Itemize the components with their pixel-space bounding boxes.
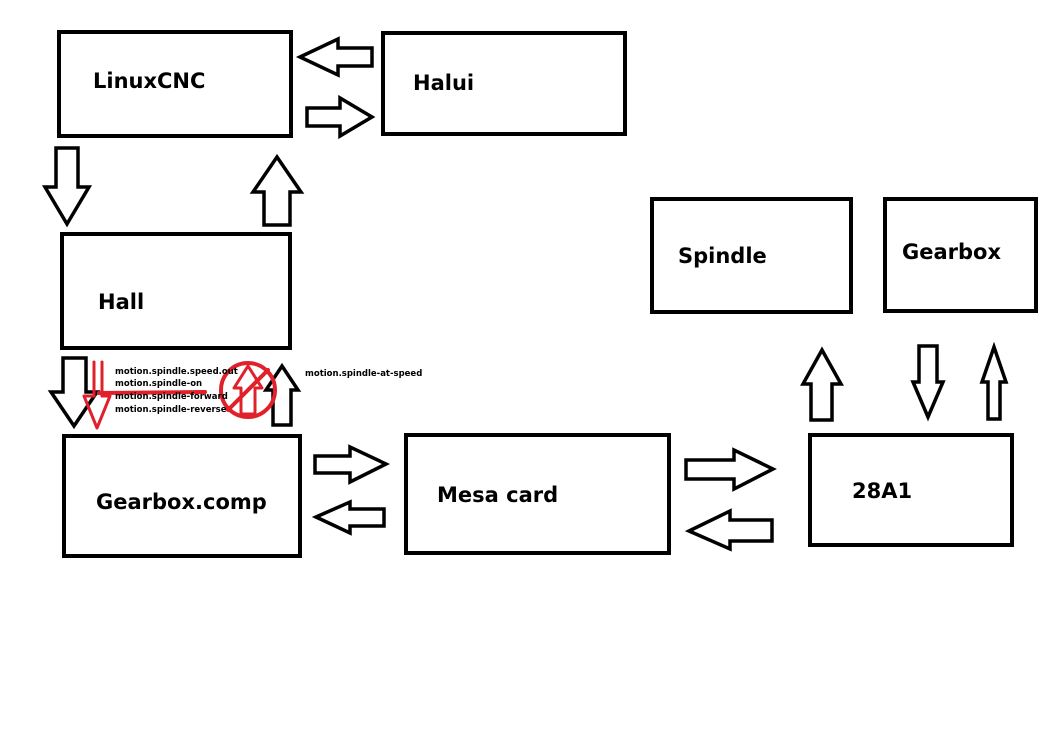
gearbox-label: Gearbox: [902, 240, 1002, 264]
linuxcnc-label: LinuxCNC: [93, 69, 206, 93]
gearbox-comp-box: [62, 434, 302, 558]
arrow-linuxcnc-to-hall: [41, 146, 93, 228]
red-no-circle: [219, 361, 277, 419]
arrow-28a1-to-gearbox: [979, 341, 1009, 421]
signal-spindle-at-speed: motion.spindle-at-speed: [305, 369, 423, 379]
arrow-gearbox-to-28a1: [910, 344, 946, 422]
arrow-hall-to-linuxcnc: [249, 153, 305, 227]
red-up-arrow: [232, 364, 264, 416]
signal-speed-out: motion.spindle.speed.out: [115, 367, 238, 377]
red-slash-line: [226, 368, 270, 412]
drive-28a1-box: [808, 433, 1014, 547]
arrow-mesa-to-gearbox-comp: [311, 499, 386, 536]
mesa-card-box: [404, 433, 671, 555]
halui-box: [381, 31, 627, 136]
hall-label: Hall: [98, 290, 145, 314]
gearbox-comp-label: Gearbox.comp: [96, 490, 267, 514]
linuxcnc-box: [57, 30, 293, 138]
signal-spindle-forward: motion.spindle-forward: [115, 392, 228, 402]
mesa-card-label: Mesa card: [437, 483, 559, 507]
gearbox-box: [883, 197, 1038, 313]
spindle-box: [650, 197, 853, 314]
signal-spindle-reverse: motion.spindle-reverse: [115, 405, 227, 415]
red-strike-line: [97, 390, 207, 395]
arrow-28a1-to-spindle: [800, 346, 844, 422]
drive-28a1-label: 28A1: [852, 479, 913, 503]
arrow-mesa-to-28a1: [684, 447, 777, 492]
spindle-label: Spindle: [678, 244, 767, 268]
hall-box: [60, 232, 292, 350]
arrow-28a1-to-mesa: [684, 508, 774, 552]
arrow-gearbox-comp-to-mesa: [313, 444, 391, 485]
arrow-linuxcnc-to-halui: [305, 94, 376, 140]
signal-spindle-on: motion.spindle-on: [115, 379, 203, 389]
arrow-halui-to-linuxcnc: [295, 36, 374, 78]
red-down-arrow: [82, 360, 112, 430]
halui-label: Halui: [413, 71, 475, 95]
arrow-hall-to-gearbox-comp: [47, 356, 101, 430]
